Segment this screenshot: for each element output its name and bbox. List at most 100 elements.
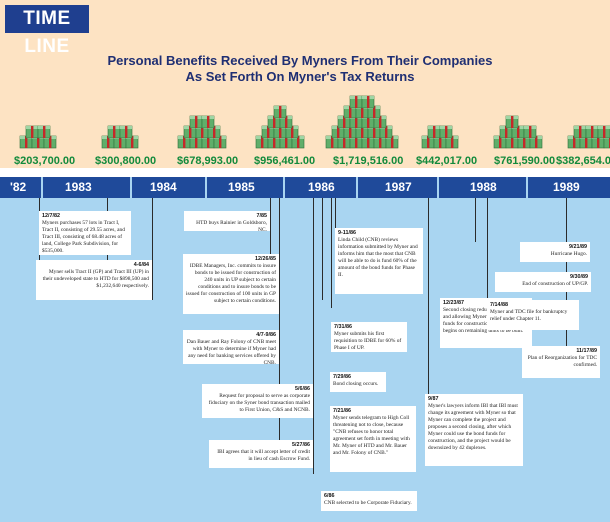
year-label: '82	[10, 180, 27, 194]
event-note: 12/23/87 Second closing reducing size of…	[440, 298, 532, 348]
year-label: 1983	[65, 180, 92, 194]
event-note: 7/85 HTD buys Rainier in Goldsboro, NC.	[184, 211, 270, 234]
cash-stack-icon	[19, 125, 57, 149]
event-note: 4-6/84 Myner sells Tract II (GP) and Tra…	[36, 260, 152, 300]
benefit-amount: $1,719,516.00	[333, 155, 404, 167]
event-connector	[322, 198, 323, 300]
event-note: 12/26/85 IDBE Managers, Inc. commits to …	[183, 254, 279, 314]
event-date: 7/21/86	[333, 408, 351, 414]
event-note: 11/17/89 Plan of Reorganization for TDC …	[522, 346, 600, 378]
event-date: 9-11/86	[338, 230, 356, 236]
event-text: Request for proposal to serve as corpora…	[208, 393, 310, 414]
year-divider	[437, 177, 439, 198]
event-date: 12/7/82	[42, 213, 60, 219]
event-note: 6/86 CNB selected to be Corporate Fiduci…	[321, 491, 417, 511]
event-date: 7/14/88	[490, 302, 508, 308]
benefit-amount: $442,017.00	[416, 155, 478, 167]
cash-stack-icon	[567, 125, 610, 149]
benefit-amount: $678,993.00	[177, 155, 239, 167]
event-text: Myner and TDC file for bankruptcy relief…	[490, 309, 568, 323]
benefit-amount: $761,590.00	[494, 155, 556, 167]
year-divider	[130, 177, 132, 198]
event-note: 5/27/86 IBI agrees that it will accept l…	[209, 440, 313, 468]
year-label: 1987	[385, 180, 412, 194]
event-date: 9/87	[428, 396, 439, 402]
year-divider	[356, 177, 358, 198]
event-date: 9/21/89	[569, 244, 587, 250]
year-divider	[41, 177, 43, 198]
event-connector	[152, 198, 153, 300]
event-note: 9-11/86 Linda Child (CNB) reviews inform…	[335, 228, 423, 294]
event-text: Second closing reducing size of project …	[443, 307, 528, 335]
event-text: Myners purchases 57 lots in Tract I, Tra…	[42, 220, 125, 255]
event-note: 4/7-9/86 Dan Bauer and Ray Folony of CNB…	[183, 330, 279, 367]
event-date: 11/17/89	[576, 348, 597, 354]
event-note: 7/31/86 Myner submits his first requisit…	[331, 322, 407, 352]
cash-stack-icon	[101, 125, 139, 149]
section-tag: TIME LINE	[5, 5, 89, 57]
event-note: 9/30/89 End of construction of UP/GP.	[495, 272, 591, 292]
year-label: 1984	[150, 180, 177, 194]
event-date: 12/23/87	[443, 300, 464, 306]
event-text: Linda Child (CNB) reviews information su…	[338, 237, 418, 279]
event-date: 7/29/86	[333, 374, 351, 380]
event-text: IDBE Managers, Inc. commits to insure bo…	[186, 263, 276, 305]
cash-stack-icon	[493, 115, 543, 149]
event-date: 7/85	[256, 213, 268, 219]
benefit-amount: $382,654.0	[556, 155, 610, 167]
event-connector	[335, 198, 336, 228]
event-date: 4/7-9/86	[256, 332, 276, 338]
event-date: 6/86	[324, 493, 335, 499]
year-label: 1985	[228, 180, 255, 194]
cash-stack-icon	[325, 95, 399, 149]
year-label: 1986	[308, 180, 335, 194]
event-text: HTD buys Rainier in Goldsboro, NC.	[196, 220, 267, 234]
chart-title: Personal Benefits Received By Myners Fro…	[107, 53, 493, 68]
event-text: CNB selected to be Corporate Fiduciary.	[324, 500, 412, 507]
event-connector	[279, 198, 280, 454]
event-note: 7/14/88 Myner and TDC file for bankruptc…	[487, 300, 579, 330]
chart-subtitle: As Set Forth On Myner's Tax Returns	[185, 69, 415, 84]
event-text: Myner submits his first requisition to I…	[334, 331, 402, 352]
event-text: End of construction of UP/GP.	[522, 281, 588, 288]
event-text: Dan Bauer and Ray Folony of CNB meet wit…	[186, 339, 276, 367]
event-text: Plan of Reorganization for TDC confirmed…	[527, 355, 597, 369]
event-date: 12/26/85	[255, 256, 276, 262]
event-connector	[475, 198, 476, 242]
event-note: 9/87 Myner's lawyers inform IBI that IBI…	[425, 394, 523, 466]
event-connector	[313, 198, 314, 474]
benefit-amount: $203,700.00	[14, 155, 76, 167]
stack-of-banded-cash-icon	[19, 95, 610, 149]
event-text: Myner sends telegram to High Coll threat…	[333, 415, 410, 457]
year-label: 1988	[470, 180, 497, 194]
benefit-amount: $956,461.00	[254, 155, 316, 167]
event-date: 5/6/86	[295, 386, 310, 392]
event-text: Bond closing occurs.	[333, 381, 379, 388]
event-connector	[487, 198, 488, 298]
year-label: 1989	[553, 180, 580, 194]
year-divider	[205, 177, 207, 198]
event-text: Myner's lawyers inform IBI that IBI must…	[428, 403, 518, 452]
event-note: 7/21/86 Myner sends telegram to High Col…	[330, 406, 416, 472]
event-text: Myner sells Tract II (GP) and Tract III …	[42, 269, 149, 290]
event-connector	[270, 198, 271, 254]
benefit-amount: $300,800.00	[95, 155, 157, 167]
event-date: 7/31/86	[334, 324, 352, 330]
year-divider	[526, 177, 528, 198]
event-note: 5/6/86 Request for proposal to serve as …	[202, 384, 313, 418]
year-divider	[283, 177, 285, 198]
event-connector	[331, 198, 332, 308]
event-note: 12/7/82 Myners purchases 57 lots in Trac…	[39, 211, 131, 255]
year-bar	[0, 177, 610, 198]
event-connector	[428, 198, 429, 436]
cash-stack-icon	[177, 115, 227, 149]
event-note: 7/29/86 Bond closing occurs.	[330, 372, 386, 392]
cash-stack-icon	[255, 105, 305, 149]
event-date: 4-6/84	[133, 262, 149, 268]
event-note: 9/21/89 Hurricane Hugo.	[520, 242, 590, 262]
event-text: Hurricane Hugo.	[550, 251, 587, 258]
event-text: IBI agrees that it will accept letter of…	[217, 449, 310, 463]
event-date: 9/30/89	[570, 274, 588, 280]
event-date: 5/27/86	[292, 442, 310, 448]
